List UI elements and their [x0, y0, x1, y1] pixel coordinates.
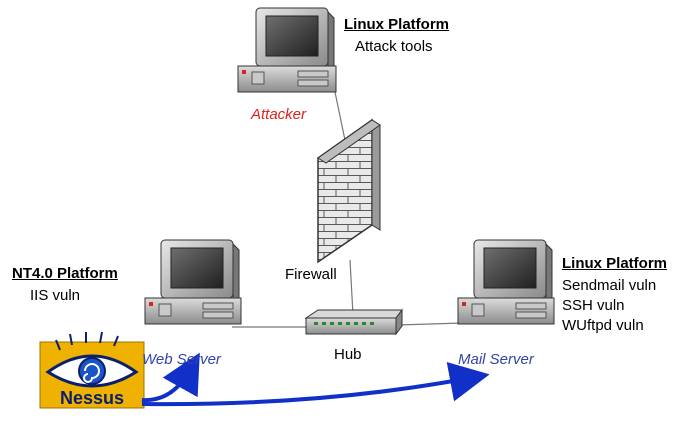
- firewall-label: Firewall: [285, 266, 337, 283]
- mailserver-detail-wuftpd: WUftpd vuln: [562, 317, 644, 334]
- attacker-label: Attacker: [251, 106, 307, 123]
- attacker-platform-label: Linux Platform: [344, 16, 450, 33]
- link-attacker-firewall: [334, 91, 347, 146]
- connection-lines: [232, 91, 463, 328]
- scan-arrows: [141, 352, 490, 407]
- web-server-computer-icon: [144, 239, 242, 325]
- hub-label: Hub: [334, 346, 362, 363]
- nessus-logo-text: Nessus: [60, 388, 124, 408]
- hub-icon: [304, 308, 403, 336]
- firewall-icon: [317, 118, 381, 264]
- mailserver-detail-ssh: SSH vuln: [562, 297, 625, 314]
- eye-icon: [45, 331, 139, 388]
- webserver-label: Web Server: [142, 351, 221, 368]
- attacker-details-label: Attack tools: [355, 38, 433, 55]
- mail-server-computer-icon: [457, 239, 555, 325]
- webserver-details-label: IIS vuln: [30, 287, 81, 304]
- link-hub-mailserver: [397, 322, 463, 326]
- attacker-computer-icon: [237, 7, 337, 93]
- scan-arrow-webserver: [141, 352, 200, 403]
- webserver-platform-label: NT4.0 Platform: [12, 265, 118, 282]
- mailserver-label: Mail Server: [458, 351, 534, 368]
- link-firewall-hub: [349, 259, 354, 316]
- mailserver-platform-label: Linux Platform: [562, 255, 668, 272]
- scan-arrow-mailserver: [141, 362, 490, 407]
- nessus-logo: Nessus: [39, 331, 145, 409]
- mailserver-detail-sendmail: Sendmail vuln: [562, 277, 657, 294]
